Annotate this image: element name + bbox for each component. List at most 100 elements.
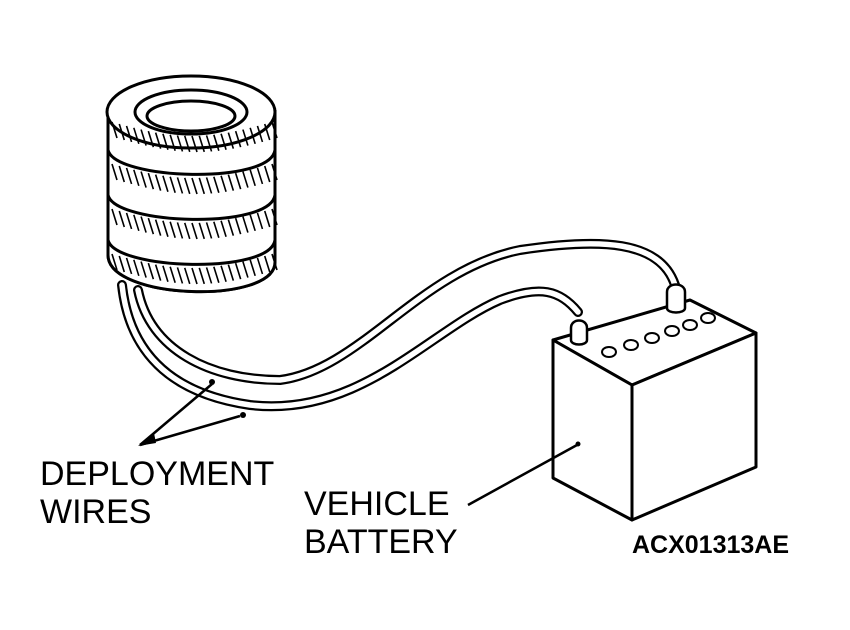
tread-mark [140,129,147,146]
tread-mark [213,266,220,283]
tread-mark [111,163,118,181]
tread-mark [242,261,249,278]
tread-mark [234,217,242,235]
tread-mark [256,125,264,143]
tread-mark [140,216,147,233]
leader-arrowhead [138,433,156,446]
tread-mark [242,171,249,188]
tread-mark [249,127,256,145]
tire-seam-2 [106,194,277,221]
tread-mark [169,134,176,151]
tread-mark [147,262,155,280]
tread-mark [263,165,271,183]
tread-mark [176,267,184,284]
tire-stack-body [106,110,277,294]
tread-mark [154,174,162,191]
tread-mark [271,253,278,271]
tread-mark [220,175,227,193]
tread-mark [191,222,198,240]
deployment-wires-label-line1: DEPLOYMENT [40,455,275,493]
tire-seam-1 [106,149,277,176]
tread-mark [249,214,256,232]
tread-mark [256,167,264,185]
tread-mark [125,257,133,275]
tread-mark [263,210,271,228]
tread-mark [213,134,220,151]
tread-mark [213,176,220,193]
tread-mark [183,135,191,153]
tread-mark [227,132,235,149]
tread-mark [133,127,140,145]
tread-mark [249,169,256,187]
battery-vent-caps [601,312,716,358]
tread-mark [242,216,249,233]
tread-mark [154,132,162,149]
tread-mark [133,169,140,187]
tread-mark [125,212,133,230]
tread-mark [213,221,220,238]
tread-mark [249,259,256,277]
tread-mark [256,257,264,275]
tread-mark [198,177,206,195]
tread-mark [183,267,191,285]
tread-mark [227,174,235,191]
tread-mark [220,133,227,151]
tread-mark [234,172,242,190]
tread-mark [118,210,126,228]
tread-mark [198,222,206,240]
tread-mark [169,221,176,238]
tread-mark [133,259,140,277]
tread-mark [176,222,184,239]
tire-tread-hatching [111,121,278,285]
tire-seam-3 [106,239,277,266]
tread-mark [118,123,126,141]
tread-mark [169,176,176,193]
vehicle-battery-label-line1: VEHICLE [304,485,450,523]
tire-stack [105,74,277,294]
leader-battery [467,443,578,507]
tread-mark [154,219,162,236]
tread-mark [147,172,155,190]
tread-mark [125,167,133,185]
figure-code: ACX01313AE [632,531,790,559]
tread-mark [205,177,213,194]
vehicle-battery-label-line2: BATTERY [304,523,458,561]
tread-mark [169,266,176,283]
tread-mark [125,125,133,143]
tread-mark [234,262,242,280]
battery-terminals [569,283,687,346]
tread-mark [162,133,169,151]
tread-mark [191,177,198,195]
terminal-negative [569,319,589,346]
tire-top-hole [145,99,237,133]
tread-mark [263,123,271,141]
leader-deployment-b [139,414,241,447]
tread-mark [118,165,126,183]
tread-mark [183,222,191,240]
tread-mark [191,135,198,153]
tread-mark [220,265,227,283]
tread-mark [191,267,198,285]
tread-mark [198,267,206,285]
tread-mark [205,135,213,152]
tread-mark [271,163,278,181]
tread-mark [133,214,140,232]
tread-mark [162,175,169,193]
deployment-wire-a-core [119,282,581,410]
tread-mark [271,208,278,226]
wire-marker-a [209,379,215,385]
tread-mark [154,264,162,281]
tread-mark [227,219,235,236]
tread-mark [140,171,147,188]
tread-mark [111,253,118,271]
tread-mark [147,217,155,235]
tread-mark [162,220,169,238]
tread-mark [220,220,227,238]
tread-mark [162,265,169,283]
deployment-wire-pair [117,238,680,412]
tread-mark [140,261,147,278]
tread-mark [263,255,271,273]
tread-mark [242,129,249,146]
tread-mark [271,121,278,139]
